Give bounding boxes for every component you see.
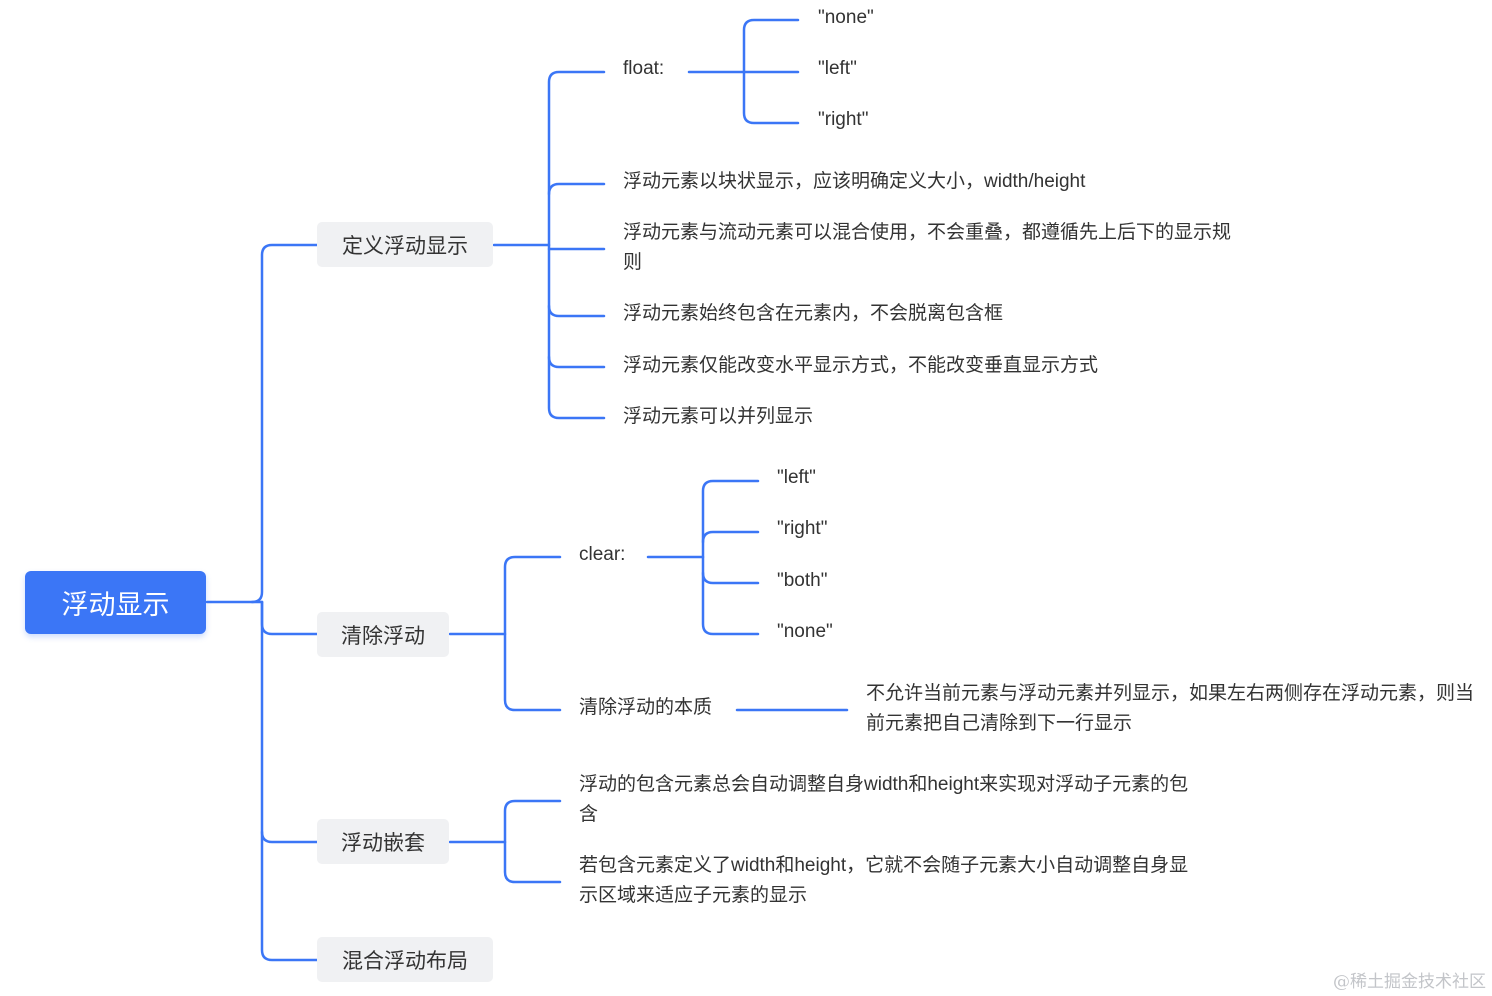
node-float-left[interactable]: "left" bbox=[818, 58, 857, 79]
node-clear-essence-detail[interactable]: 不允许当前元素与浮动元素并列显示，如果左右两侧存在浮动元素，则当前元素把自己清除… bbox=[866, 683, 1475, 734]
root-node[interactable]: 浮动显示 bbox=[25, 571, 206, 634]
connector-branch-1 bbox=[250, 243, 319, 604]
node-block-display[interactable]: 浮动元素以块状显示，应该明确定义大小，width/height bbox=[623, 171, 1086, 192]
connector-b3-children bbox=[503, 799, 562, 884]
connector-branch-3 bbox=[260, 600, 319, 844]
node-side-by-side[interactable]: 浮动元素可以并列显示 bbox=[623, 406, 814, 427]
node-mixed-use[interactable]: 浮动元素与流动元素可以混合使用，不会重叠，都遵循先上后下的显示规则 bbox=[623, 222, 1232, 273]
connector-clear-opt2 bbox=[701, 530, 760, 544]
connector-b1-c4 bbox=[547, 304, 606, 318]
connector-clear-opt3 bbox=[701, 571, 760, 585]
node-horizontal-only[interactable]: 浮动元素仅能改变水平显示方式，不能改变垂直显示方式 bbox=[623, 355, 1099, 376]
node-float-none[interactable]: "none" bbox=[818, 7, 874, 28]
connector-branch-4 bbox=[260, 830, 319, 962]
connector-b2-clear bbox=[503, 555, 562, 712]
node-clear-essence[interactable]: 清除浮动的本质 bbox=[579, 697, 713, 718]
node-clear[interactable]: clear: bbox=[579, 544, 626, 565]
node-nesting-fixed-size[interactable]: 若包含元素定义了width和height，它就不会随子元素大小自动调整自身显示区… bbox=[579, 855, 1189, 906]
node-clear-none[interactable]: "none" bbox=[777, 621, 833, 642]
branch-define-float[interactable]: 定义浮动显示 bbox=[317, 222, 493, 267]
connector-b1-float bbox=[547, 70, 606, 420]
node-nesting-auto-adjust[interactable]: 浮动的包含元素总会自动调整自身width和height来实现对浮动子元素的包含 bbox=[579, 774, 1189, 825]
node-clear-left[interactable]: "left" bbox=[777, 467, 816, 488]
branch-mixed-float-layout[interactable]: 混合浮动布局 bbox=[317, 937, 493, 982]
branch-clear-float[interactable]: 清除浮动 bbox=[317, 612, 449, 657]
connector-clear-opt1 bbox=[701, 479, 760, 636]
connector-b1-c5 bbox=[547, 355, 606, 369]
node-float[interactable]: float: bbox=[623, 58, 665, 79]
connector-branch-2 bbox=[260, 600, 319, 636]
branch-float-nesting[interactable]: 浮动嵌套 bbox=[317, 819, 449, 864]
watermark: @稀土掘金技术社区 bbox=[1333, 972, 1486, 992]
node-clear-both[interactable]: "both" bbox=[777, 570, 828, 591]
node-contained[interactable]: 浮动元素始终包含在元素内，不会脱离包含框 bbox=[623, 303, 1004, 324]
node-float-right[interactable]: "right" bbox=[818, 109, 869, 130]
node-clear-right[interactable]: "right" bbox=[777, 518, 828, 539]
connector-b1-c2 bbox=[547, 182, 606, 196]
